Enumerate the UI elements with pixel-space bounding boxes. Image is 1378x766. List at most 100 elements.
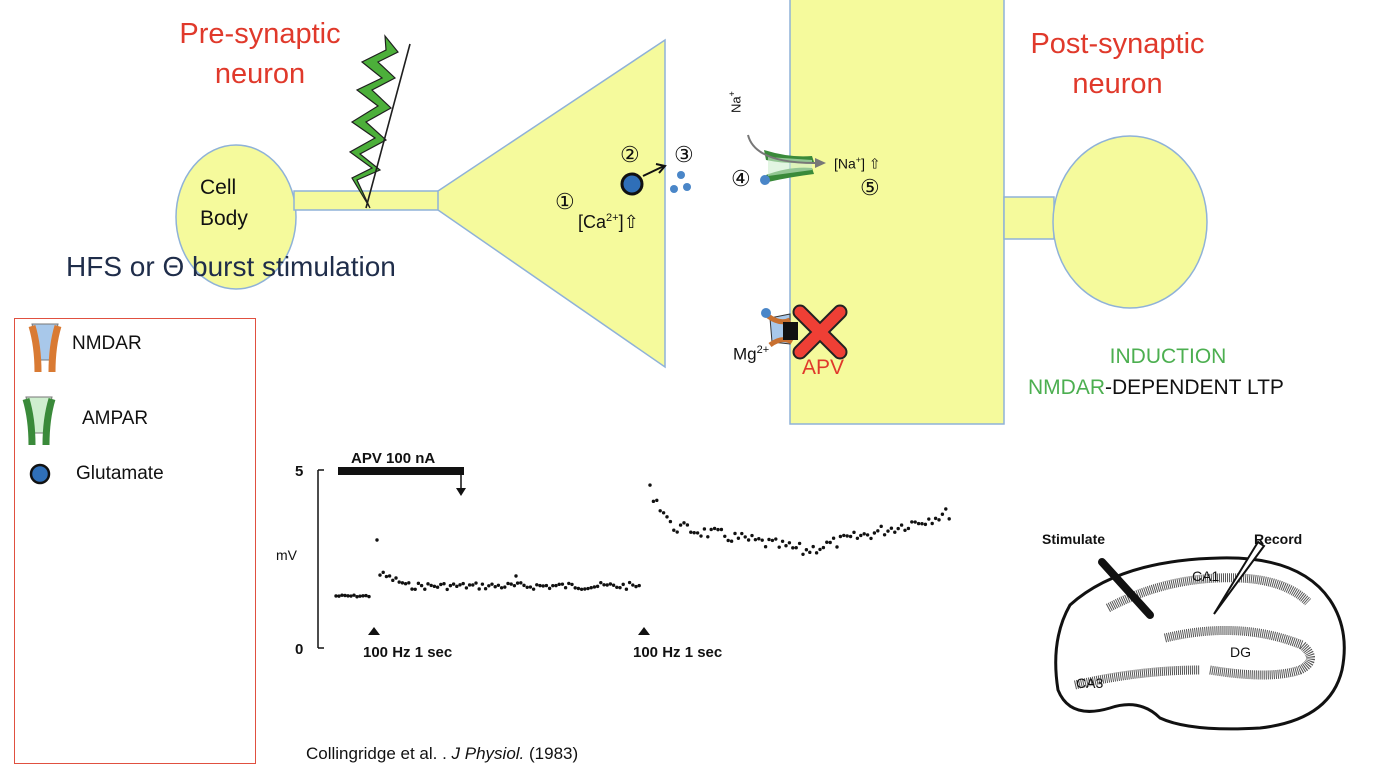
trace-dot [528, 585, 533, 589]
trace-dot [791, 546, 795, 550]
trace-dot [467, 583, 472, 587]
mg-label: Mg2+ [733, 344, 769, 365]
step-2: ② [620, 142, 640, 167]
trace-dot [384, 574, 389, 579]
trace-dot [689, 530, 693, 534]
trace-dot [509, 582, 513, 586]
trace-dots [334, 483, 951, 599]
trace-dot [503, 585, 507, 589]
na-post-end: ] ⇧ [861, 155, 881, 172]
stim-label-1: 100 Hz 1 sec [363, 644, 452, 661]
trace-dot [410, 587, 414, 591]
trace-dot [608, 582, 613, 586]
glutamate-icon [677, 171, 685, 179]
trace-dot [678, 523, 683, 527]
trace-dot [400, 581, 405, 585]
slice-outline [1054, 556, 1346, 731]
trace-dot [567, 581, 571, 586]
trace-dot [525, 585, 529, 589]
trace-dot [352, 593, 356, 597]
trace-dot [340, 593, 344, 597]
post-synaptic-title: Post-synaptic neuron [1005, 24, 1230, 104]
ca1-layer [1105, 573, 1312, 612]
post-title-line2: neuron [1072, 68, 1163, 100]
trace-dot [893, 530, 897, 534]
trace-dot [547, 586, 552, 591]
step-4: ④ [731, 166, 751, 191]
trace-dot [882, 533, 887, 537]
calcium-sup: 2+ [606, 212, 619, 224]
trace-dot [876, 529, 880, 533]
legend-nmdar-icon [28, 323, 62, 373]
citation-journal: J Physiol. [451, 744, 525, 763]
trace-dot [416, 581, 421, 586]
trace-dot [579, 587, 584, 591]
trace-dot [743, 535, 747, 539]
trace-dot [551, 583, 555, 588]
trace-dot [458, 583, 462, 587]
pre-title-line1: Pre-synaptic [179, 18, 341, 50]
trace-dot [423, 587, 427, 591]
trace-dot [780, 539, 785, 544]
trace-dot [615, 585, 619, 590]
pre-title-line2: neuron [214, 58, 306, 90]
na-influx-arrow [747, 134, 816, 164]
stim-arrow-2 [638, 627, 650, 635]
neuron-diagram [175, 0, 1208, 425]
trace-dot [407, 581, 411, 585]
trace-dot [375, 538, 379, 542]
post-dendrite [789, 0, 1005, 425]
trace-dot [947, 517, 951, 521]
trace-dot [337, 594, 341, 598]
trace-dot [729, 539, 734, 543]
trace-dot [442, 581, 446, 586]
trace-dot [733, 531, 737, 536]
post-title-line1: Post-synaptic [1030, 28, 1205, 60]
trace-dot [448, 583, 453, 588]
trace-dot [413, 587, 417, 591]
trace-dot [483, 586, 488, 591]
apv-bar-label: APV 100 nA [351, 450, 435, 467]
trace-dot [426, 582, 430, 586]
ca1-label: CA1 [1192, 568, 1219, 584]
trace-dot [624, 587, 629, 591]
step-3: ③ [674, 142, 694, 167]
trace-dot [599, 580, 603, 585]
trace-dot [906, 526, 911, 531]
trace-dot [648, 483, 652, 487]
trace-dot [397, 580, 401, 584]
trace-dot [712, 526, 717, 531]
apv-cross-icon [792, 304, 848, 360]
trace-dot [394, 576, 398, 580]
trace-dot [808, 550, 812, 555]
ca3-layer [1073, 665, 1201, 690]
trace-dot [869, 536, 873, 541]
trace-dot [439, 582, 443, 587]
trace-dot [343, 593, 347, 598]
stimulate-electrode [1098, 558, 1154, 619]
trace-dot [361, 594, 365, 598]
trace-dot [451, 582, 456, 586]
trace-dot [668, 519, 673, 524]
trace-dot [719, 527, 724, 532]
trace-dot [538, 583, 542, 588]
citation-year: (1983) [524, 744, 579, 763]
induction-rest: -DEPENDENT LTP [1105, 376, 1284, 399]
trace-dot [334, 594, 338, 598]
na-post-sup: + [855, 155, 862, 165]
trace-dot [913, 520, 917, 524]
trace-dot [723, 534, 727, 539]
trace-dot [763, 544, 768, 549]
pre-cell-body [175, 144, 297, 290]
trace-dot [838, 534, 843, 539]
trace-dot [611, 583, 616, 587]
induction-line2: NMDAR-DEPENDENT LTP [1028, 372, 1308, 403]
trace-dot [692, 531, 696, 535]
trace-dot [651, 499, 656, 504]
trace-dot [583, 587, 587, 591]
trace-dot [364, 593, 368, 598]
dg-layer [1163, 625, 1315, 680]
trace-dot [496, 583, 501, 588]
trace-dot [592, 585, 597, 589]
trace-dot [889, 526, 894, 530]
